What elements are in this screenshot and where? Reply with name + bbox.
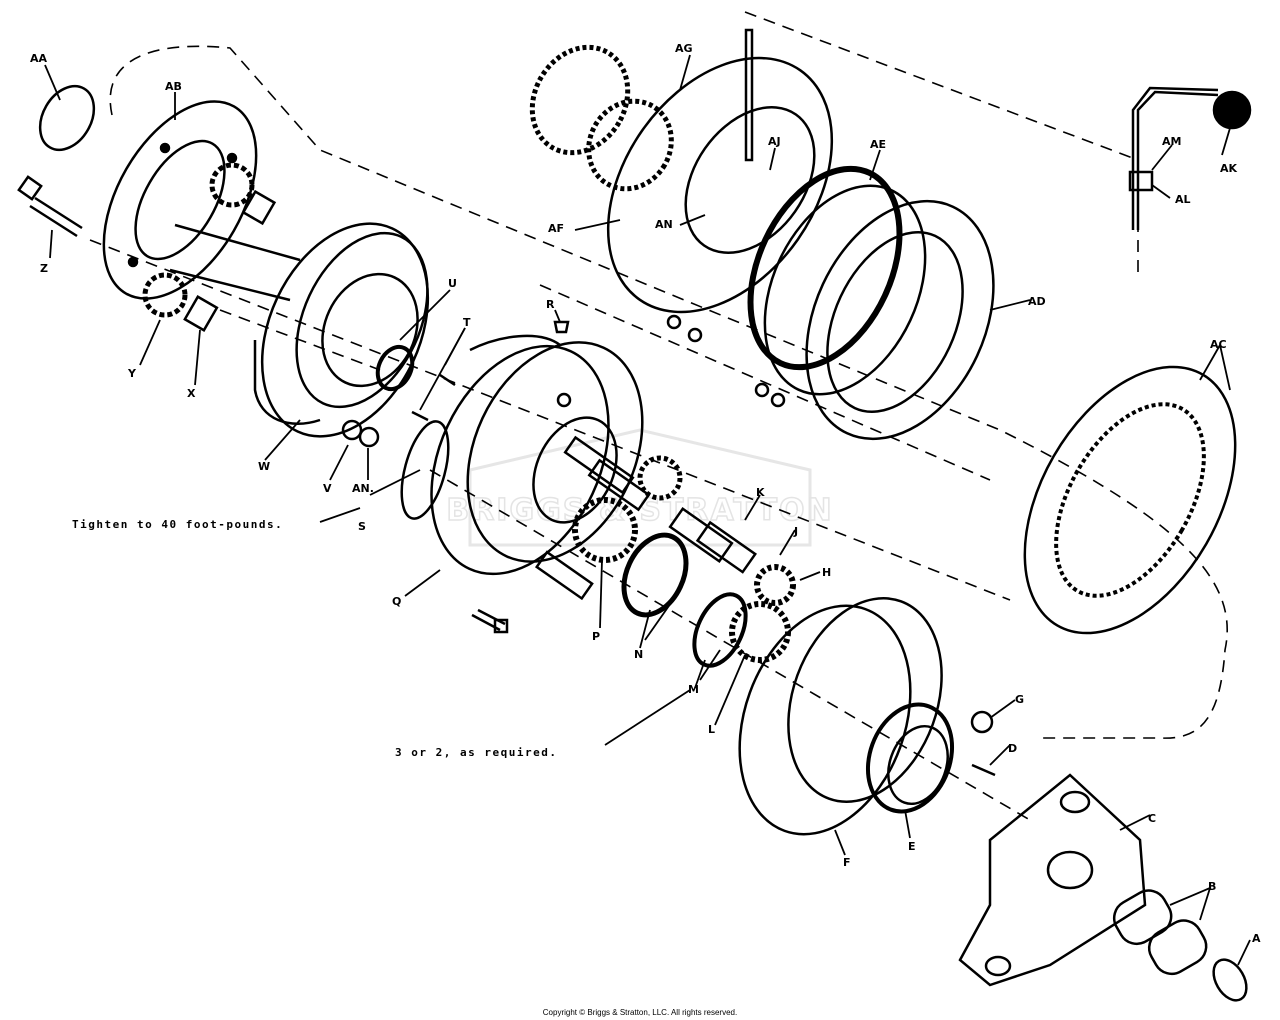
label-d: D [1008,742,1017,755]
part-ac-ring-gear [1023,365,1237,635]
label-s: S [358,520,366,533]
label-y: Y [127,367,137,380]
part-y-x-gear-pins [142,162,277,332]
part-w-drum [253,222,430,438]
label-ae: AE [870,138,886,151]
label-w: W [258,460,270,473]
label-ak: AK [1220,162,1238,175]
part-r-bolt [553,320,570,334]
label-ag: AG [675,42,693,55]
part-p-k-pins-gears [534,435,757,601]
label-h: H [822,566,831,579]
label-n-left: N [634,648,643,661]
spacer-note: 3 or 2, as required. [395,746,557,759]
part-af-ag-aj-brake-assembly [529,28,834,408]
copyright-notice: Copyright © Briggs & Stratton, LLC. All … [543,1008,737,1017]
label-f: F [843,856,851,869]
part-h-j-l-gears [729,564,796,663]
label-b: B [1208,880,1216,893]
part-labels: AA AB Z Y X W V AN. U T S Q R P N M L K … [30,42,1261,945]
leader-lines [44,54,1251,966]
part-v-nuts [341,419,380,448]
label-aj: AJ [768,135,781,148]
label-q: Q [392,595,401,608]
label-ac: AC [1210,338,1227,351]
part-b-a-bushings [1112,889,1248,1002]
part-ab-flange-shaft [102,100,301,302]
part-ad-housing-ring [763,184,995,441]
svg-text:BRIGGS & STRATTON: BRIGGS & STRATTON [446,493,833,528]
label-v: V [323,482,332,495]
assembly-guide-lines [89,11,1228,821]
part-c-bracket [958,773,1147,987]
label-k: K [756,486,765,499]
label-ad: AD [1028,295,1046,308]
label-al: AL [1175,193,1191,206]
label-an-nut: AN. [352,482,374,495]
label-aa: AA [30,52,48,65]
label-g: G [1015,693,1024,706]
label-r: R [546,298,555,311]
torque-note: Tighten to 40 foot-pounds. [72,518,283,531]
label-t: T [463,316,471,329]
part-f-drum [738,597,955,836]
label-x: X [187,387,196,400]
part-aa-ring [38,84,96,152]
label-l: L [708,723,715,736]
label-e: E [908,840,916,853]
label-ab: AB [165,80,182,93]
label-p: P [592,630,600,643]
label-u: U [448,277,457,290]
part-g-d-hardware [970,710,996,777]
label-m: M [688,683,699,696]
part-ak-al-am-control-rod [1128,86,1252,230]
label-am: AM [1162,135,1181,148]
label-an-upper: AN [655,218,673,231]
label-af: AF [548,222,564,235]
label-c: C [1148,812,1156,825]
part-z-bolt [17,175,83,238]
label-a: A [1252,932,1261,945]
label-j: J [793,525,798,538]
label-z: Z [40,262,48,275]
part-q-bolt [471,608,509,634]
part-s-t-u-gaskets [400,373,456,520]
